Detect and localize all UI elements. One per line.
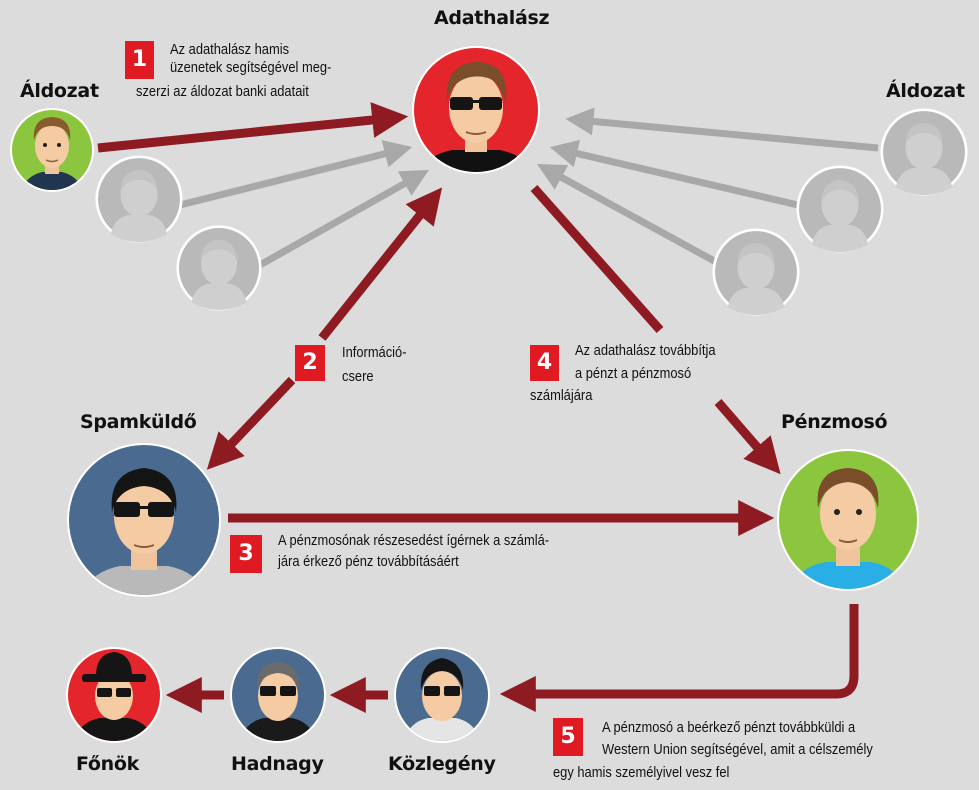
- lieutenant-avatar: [230, 647, 326, 743]
- step-number-5: 5: [553, 718, 583, 756]
- soldier-avatar: [394, 647, 490, 743]
- step-number-1: 1: [125, 41, 154, 79]
- step-text-1-line2: üzenetek segítségével meg-: [170, 59, 332, 76]
- arrows: [97, 102, 879, 713]
- arrow-grey-victim2: [179, 140, 413, 209]
- arrow-spammer-to-phisher: [318, 187, 443, 341]
- anonymous-victim-avatar: [880, 108, 968, 196]
- anonymous-victim-avatar: [712, 228, 800, 316]
- spammer-title: Spamküldő: [80, 411, 197, 433]
- arrow-phisher-to-mule: [530, 185, 664, 333]
- step-text-2-line1: Információ-: [342, 344, 407, 361]
- victim-title-right: Áldozat: [886, 80, 965, 102]
- arrow-phisher-to-spammer: [206, 376, 296, 470]
- step-text-1-line3: szerzi az áldozat banki adatait: [136, 83, 309, 100]
- soldier-title: Közlegény: [388, 753, 496, 775]
- step-text-5-line2: Western Union segítségével, amit a célsz…: [602, 741, 873, 758]
- arrow-grey-victim6: [536, 163, 718, 266]
- arrow-grey-victim3: [258, 169, 429, 269]
- step-text-4-line3: számlájára: [530, 387, 593, 404]
- step-number-3: 3: [230, 535, 262, 573]
- anonymous-victim-avatar: [176, 225, 262, 311]
- step-number-4: 4: [530, 345, 559, 381]
- step-text-1-line1: Az adathalász hamis: [170, 41, 290, 58]
- step-text-5-line3: egy hamis személyivel vesz fel: [553, 764, 730, 781]
- phisher-title: Adathalász: [434, 7, 550, 29]
- step-text-4-line2: a pénzt a pénzmosó: [575, 365, 692, 382]
- boss-title: Főnök: [76, 753, 139, 775]
- money-mule-title: Pénzmosó: [781, 411, 888, 433]
- victim-avatar: [10, 108, 94, 192]
- arrow-mule-to-soldier: [499, 604, 859, 712]
- step-text-5-line1: A pénzmosó a beérkező pénzt továbbküldi …: [602, 719, 856, 736]
- phisher-avatar: [412, 46, 540, 174]
- step-text-3-line1: A pénzmosónak részesedést ígérnek a szám…: [278, 532, 550, 549]
- lieutenant-title: Hadnagy: [231, 753, 324, 775]
- anonymous-victim-avatar: [95, 155, 183, 243]
- anonymous-victim-avatar: [796, 165, 884, 253]
- step-text-4-line1: Az adathalász továbbítja: [575, 342, 716, 359]
- victim-title-left: Áldozat: [20, 80, 99, 102]
- step-text-3-line2: jára érkező pénz továbbításáért: [278, 553, 459, 570]
- arrow-grey-victim5: [549, 139, 799, 209]
- arrow-victim-to-phisher: [97, 102, 409, 153]
- money-mule-avatar: [777, 449, 919, 591]
- arrow-grey-victim4: [565, 107, 879, 152]
- step-text-2-line2: csere: [342, 368, 374, 385]
- spammer-avatar: [67, 443, 221, 597]
- boss-avatar: [66, 647, 162, 743]
- step-number-2: 2: [295, 345, 325, 381]
- arrow-phisher-to-mule-end: [714, 399, 781, 475]
